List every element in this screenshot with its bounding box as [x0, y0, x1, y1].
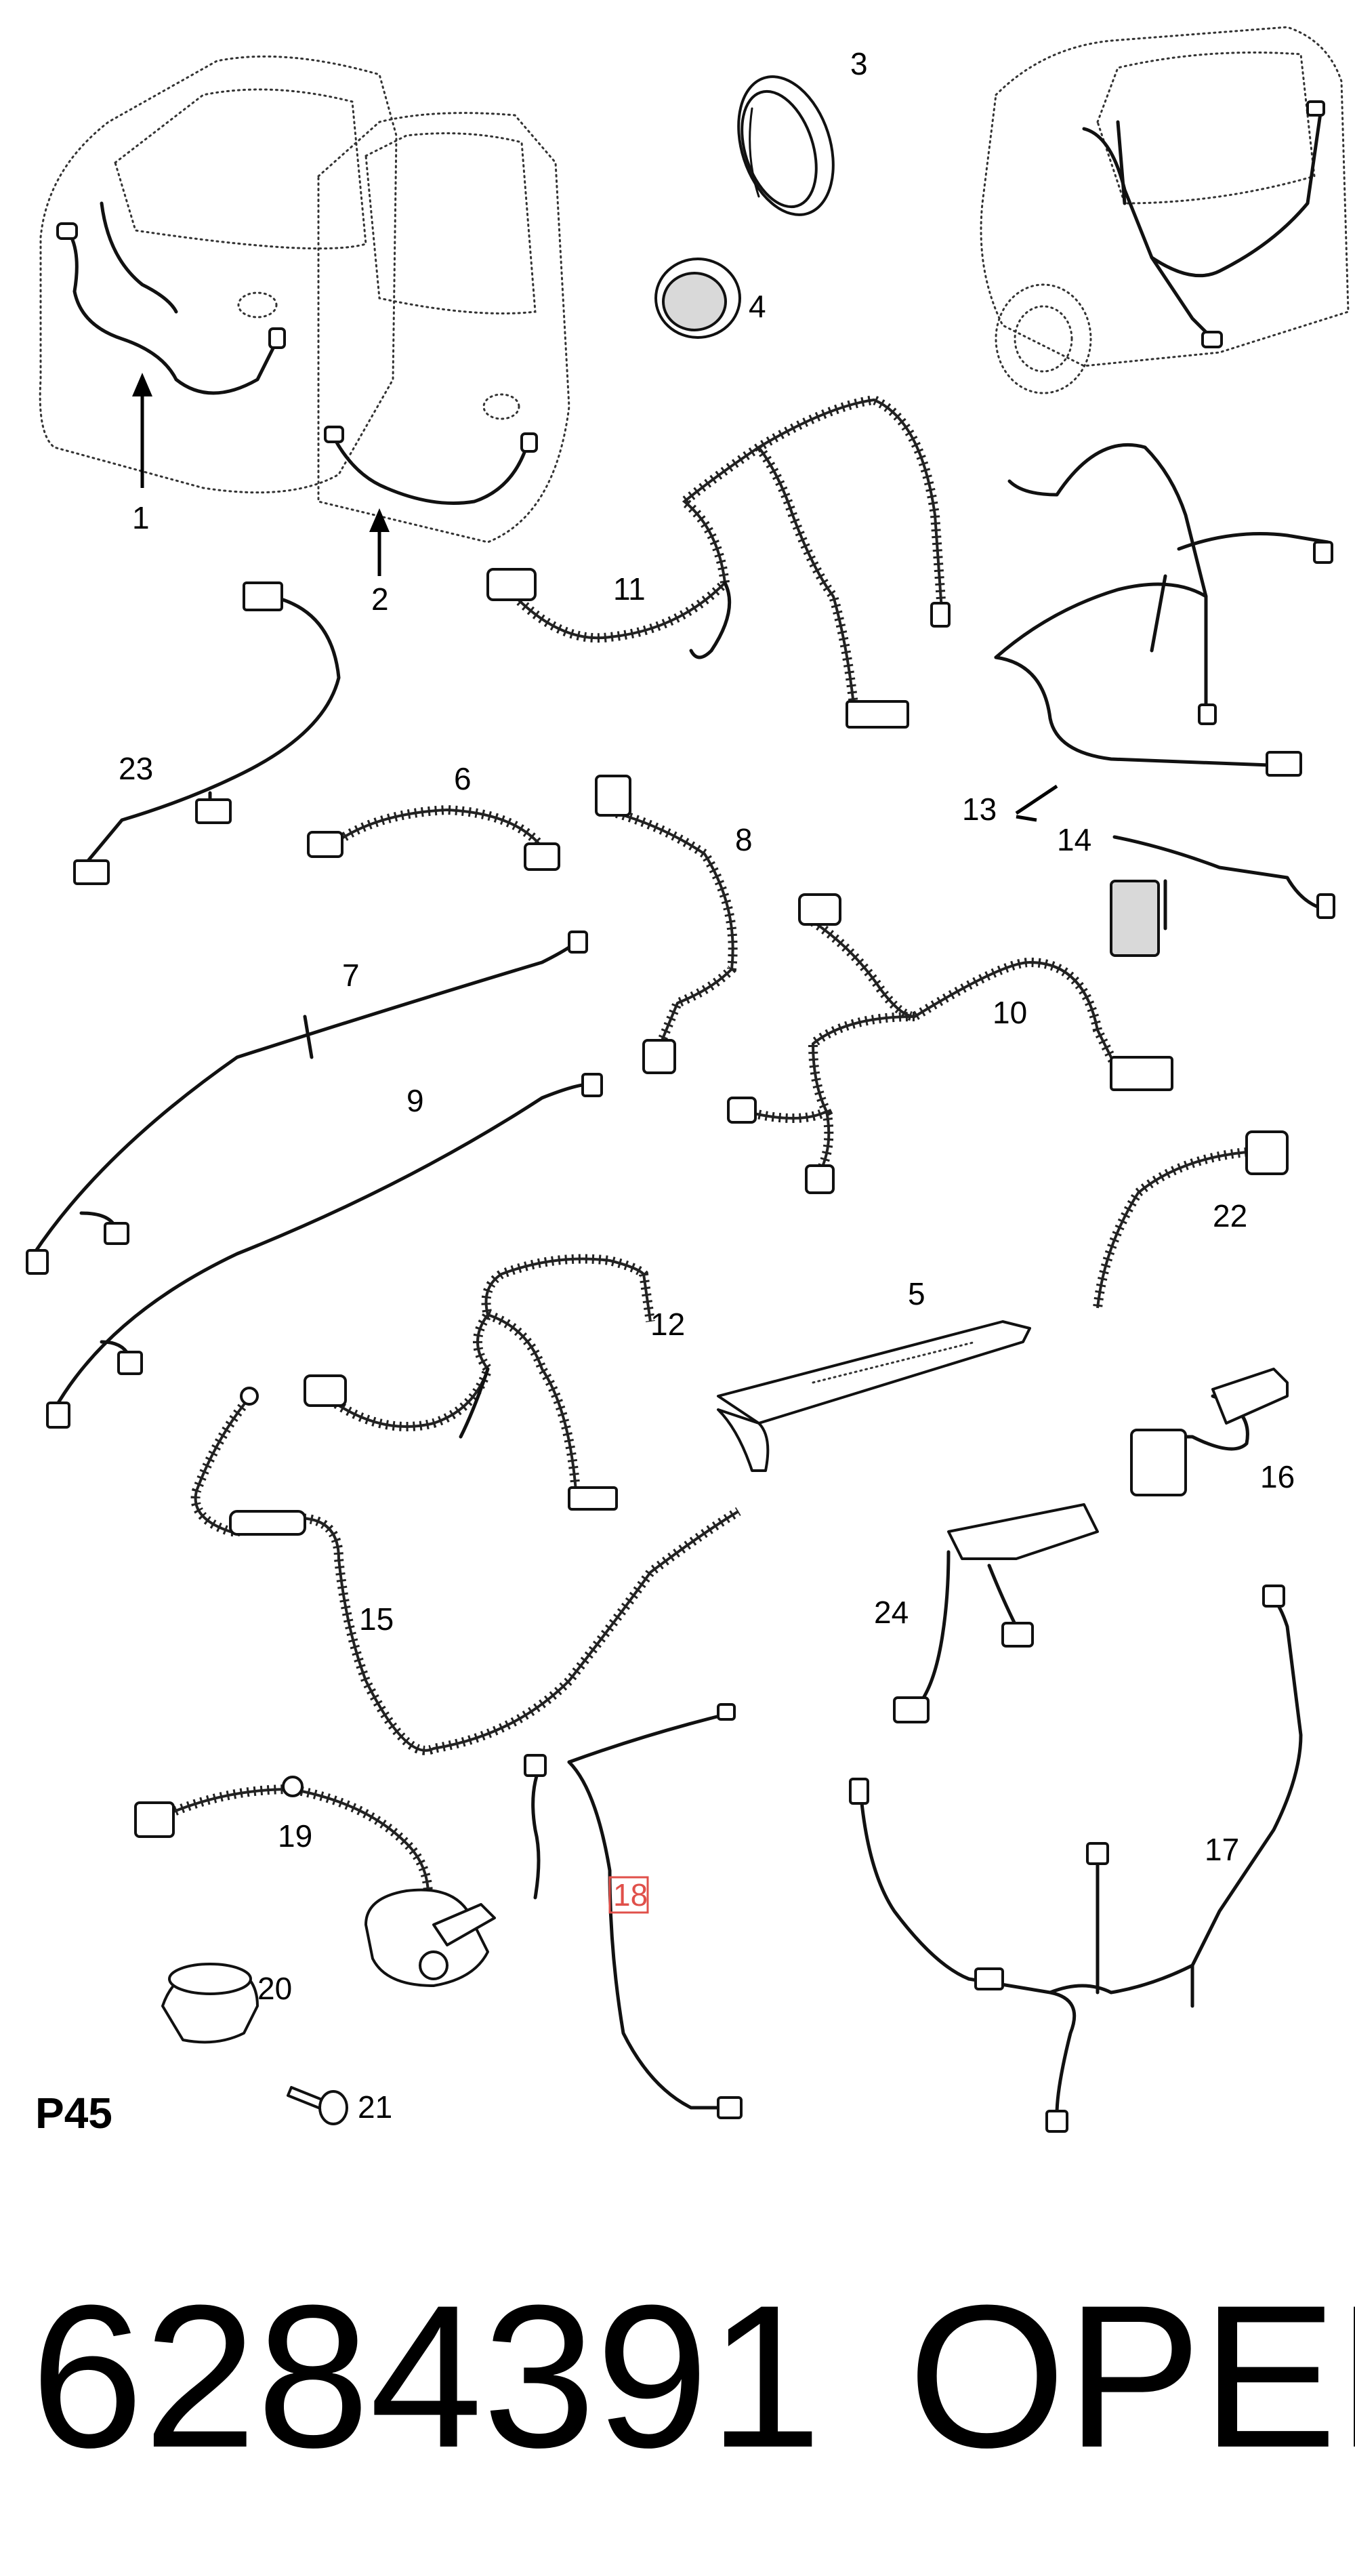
grommet-small [654, 258, 741, 339]
harness-19 [134, 1776, 433, 1913]
callout-20: 20 [257, 1971, 292, 2006]
harness-10 [727, 893, 1173, 1194]
rear-doors-illustration [39, 55, 570, 576]
callout-15: 15 [359, 1601, 394, 1637]
harness-6 [307, 804, 560, 871]
callout-16: 16 [1260, 1459, 1295, 1494]
harness-22 [1093, 1130, 1289, 1309]
harness-23 [73, 581, 341, 885]
callout-6: 6 [454, 761, 472, 796]
leader-13-14 [1016, 815, 1037, 822]
callout-19: 19 [278, 1818, 312, 1854]
sheet-label: P45 [35, 2089, 112, 2138]
socket-cap-20 [161, 1963, 259, 2044]
grommet-large [737, 75, 835, 216]
callout-4: 4 [749, 289, 766, 324]
harness-14 [1110, 835, 1335, 957]
callout-22: 22 [1213, 1198, 1247, 1233]
harness-12 [304, 1254, 655, 1511]
harness-7 [26, 931, 588, 1275]
callout-17: 17 [1205, 1832, 1239, 1867]
callout-2: 2 [371, 581, 389, 617]
harness-9 [46, 1073, 603, 1429]
callout-13: 13 [962, 792, 997, 827]
callout-10: 10 [993, 995, 1027, 1030]
callout-11: 11 [613, 571, 646, 607]
callout-1: 1 [132, 500, 150, 535]
harness-8 [595, 775, 738, 1074]
harness-13 [994, 443, 1333, 815]
callout-21: 21 [358, 2089, 392, 2125]
callout-5: 5 [908, 1276, 925, 1311]
callout-3: 3 [850, 46, 868, 81]
callout-23: 23 [119, 751, 153, 786]
callout-9: 9 [406, 1083, 424, 1118]
screw-21 [287, 2086, 348, 2125]
callout-18: 18 [613, 1877, 648, 1913]
callout-24: 24 [874, 1595, 909, 1630]
callout-12: 12 [650, 1307, 685, 1342]
harness-24 [893, 1503, 1099, 1723]
part-number: 6284391 [30, 2262, 822, 2490]
callout-7: 7 [342, 958, 360, 993]
callout-18-highlight [608, 1876, 649, 1914]
sill-trim-5 [717, 1320, 1031, 1472]
harness-17 [849, 1585, 1303, 2133]
brand-name: OPEL [908, 2262, 1355, 2490]
harness-18 [524, 1703, 743, 2119]
callout-14: 14 [1057, 822, 1091, 857]
trailer-socket [364, 1888, 496, 1987]
callout-8: 8 [735, 822, 753, 857]
vehicle-tailgate-illustration [980, 26, 1350, 394]
harness-15 [190, 1387, 741, 1755]
sensor-16 [1130, 1368, 1289, 1496]
harness-11 [486, 394, 951, 729]
